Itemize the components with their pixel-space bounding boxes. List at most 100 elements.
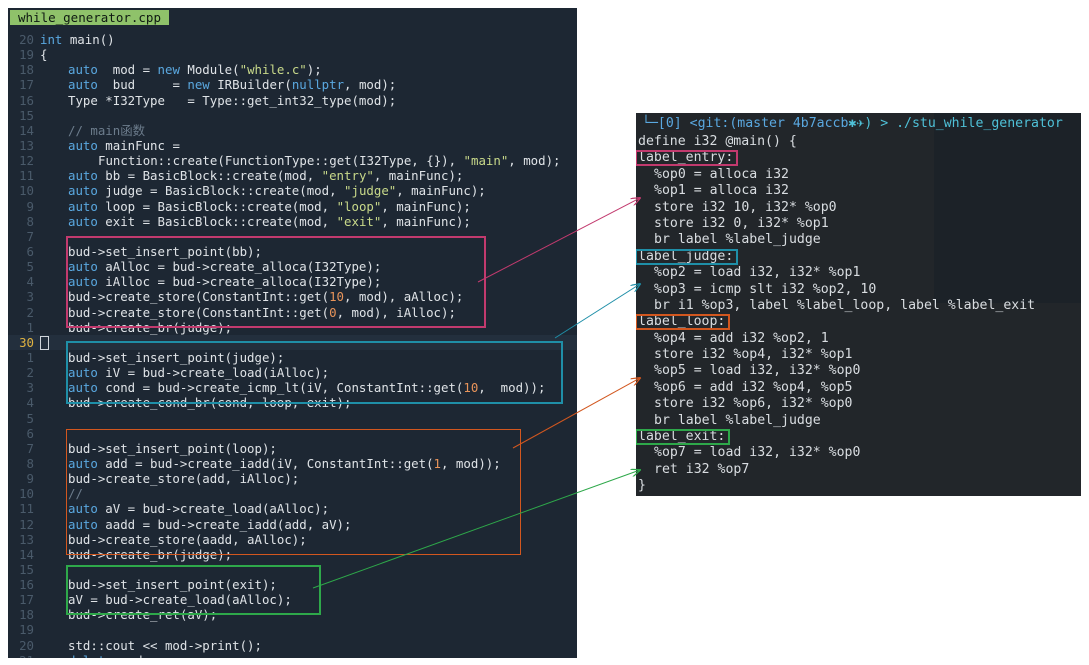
- ir-text: }: [638, 478, 646, 494]
- ir-text: store i32 %op4, i32* %op1: [654, 347, 853, 363]
- line-number: 8: [26, 455, 34, 471]
- code-text: auto bud = new IRBuilder(nullptr, mod);: [68, 77, 397, 93]
- code-line[interactable]: 14// main函数: [8, 123, 577, 138]
- ir-text: store i32 10, i32* %op0: [654, 199, 837, 215]
- code-text: bud->create_store(aadd, aAlloc);: [68, 531, 307, 547]
- ir-line: store i32 %op6, i32* %op0: [636, 396, 1081, 412]
- ir-text: %op6 = add i32 %op4, %op5: [654, 379, 853, 395]
- code-text: bud->set_insert_point(judge);: [68, 349, 285, 365]
- code-line[interactable]: 7 bud->set_insert_point(loop);: [8, 441, 577, 456]
- code-line[interactable]: 7: [8, 229, 577, 244]
- ir-line: br label %label_judge: [636, 413, 1081, 429]
- code-text: auto aV = bud->create_load(aAlloc);: [68, 501, 330, 517]
- code-line[interactable]: 20 std::cout << mod->print();: [8, 638, 577, 653]
- ir-label-exit: label_exit:: [636, 429, 1081, 446]
- line-number: 15: [19, 107, 34, 123]
- ir-label-loop: label_loop:: [636, 314, 1081, 331]
- code-text: auto add = bud->create_iadd(iV, Constant…: [68, 455, 501, 471]
- code-text: bud->create_store(ConstantInt::get(0, mo…: [68, 304, 456, 320]
- ir-text: %op7 = load i32, i32* %op0: [654, 445, 861, 461]
- loop-block-highlight: [66, 429, 521, 555]
- ir-label-box-loop: [636, 314, 731, 331]
- code-line[interactable]: 20 int main(): [8, 32, 577, 47]
- shell-prompt: └─[0] <git:(master 4b7accb✱✈) > ./stu_wh…: [642, 116, 1063, 131]
- ir-output: define i32 @main() {label_entry:%op0 = a…: [636, 134, 1081, 495]
- exit-block-highlight: [66, 565, 321, 615]
- code-text: auto judge = BasicBlock::create(mod, "ju…: [68, 183, 486, 199]
- ir-line: %op5 = load i32, i32* %op0: [636, 363, 1081, 379]
- code-line[interactable]: 13 bud->create_store(aadd, aAlloc);: [8, 532, 577, 547]
- ir-label-box-entry: [636, 150, 739, 167]
- ir-line: %op7 = load i32, i32* %op0: [636, 445, 1081, 461]
- ir-label-box-judge: [636, 248, 739, 265]
- code-line[interactable]: 6: [8, 426, 577, 441]
- code-line[interactable]: 19: [8, 622, 577, 637]
- code-line[interactable]: 5: [8, 411, 577, 426]
- line-number: 21: [8, 653, 34, 658]
- line-number: 10: [19, 486, 34, 502]
- ir-text: %op3 = icmp slt i32 %op2, 10: [654, 281, 877, 297]
- code-text: int main(): [40, 32, 115, 47]
- line-number: 7: [26, 440, 34, 456]
- line-number: 8: [26, 213, 34, 229]
- code-line[interactable]: 15: [8, 108, 577, 123]
- line-number: 20: [19, 32, 34, 47]
- line-number: 4: [26, 274, 34, 290]
- line-number: 30: [19, 334, 34, 350]
- code-line[interactable]: 21delete mod;: [8, 653, 577, 658]
- ir-text: label_exit:: [638, 429, 726, 445]
- code-text: auto mod = new Module("while.c");: [68, 62, 322, 78]
- file-tab[interactable]: while_generator.cpp: [10, 10, 169, 25]
- code-text: std::cout << mod->print();: [68, 637, 262, 653]
- code-line[interactable]: 8 auto add = bud->create_iadd(iV, Constan…: [8, 456, 577, 471]
- ir-text: label_judge:: [638, 248, 734, 264]
- code-line[interactable]: 2 bud->create_store(ConstantInt::get(0, m…: [8, 305, 577, 320]
- code-line[interactable]: 19{: [8, 47, 577, 62]
- ir-line: store i32 10, i32* %op0: [636, 200, 1081, 216]
- code-text: bud->set_insert_point(loop);: [68, 440, 277, 456]
- code-text: auto mainFunc =: [68, 137, 180, 153]
- ir-line: br i1 %op3, label %label_loop, label %la…: [636, 298, 1081, 314]
- line-number: 2: [26, 304, 34, 320]
- code-text: bud->set_insert_point(bb);: [68, 243, 262, 259]
- code-text: bud->create_store(ConstantInt::get(10, m…: [68, 289, 464, 305]
- ir-line: %op3 = icmp slt i32 %op2, 10: [636, 282, 1081, 298]
- code-text: auto bb = BasicBlock::create(mod, "entry…: [68, 168, 464, 184]
- code-line[interactable]: 13 auto mainFunc =: [8, 138, 577, 153]
- line-number: 10: [19, 183, 34, 199]
- line-number: 15: [19, 561, 34, 577]
- ir-line: ret i32 %op7: [636, 462, 1081, 478]
- line-number: 13: [19, 137, 34, 153]
- ir-text: define i32 @main() {: [638, 134, 797, 149]
- code-line[interactable]: 15: [8, 562, 577, 577]
- line-number: 9: [26, 198, 34, 214]
- ir-line: %op0 = alloca i32: [636, 167, 1081, 183]
- code-text: Type *I32Type = Type::get_int32_type(mod…: [68, 92, 397, 108]
- line-number: 20: [19, 637, 34, 653]
- ir-line: br label %label_judge: [636, 232, 1081, 248]
- line-number: 13: [19, 531, 34, 547]
- line-number: 1: [26, 319, 34, 335]
- code-line[interactable]: 10 auto judge = BasicBlock::create(mod, "…: [8, 183, 577, 198]
- code-line[interactable]: 10//: [8, 486, 577, 501]
- line-number: 19: [19, 47, 34, 63]
